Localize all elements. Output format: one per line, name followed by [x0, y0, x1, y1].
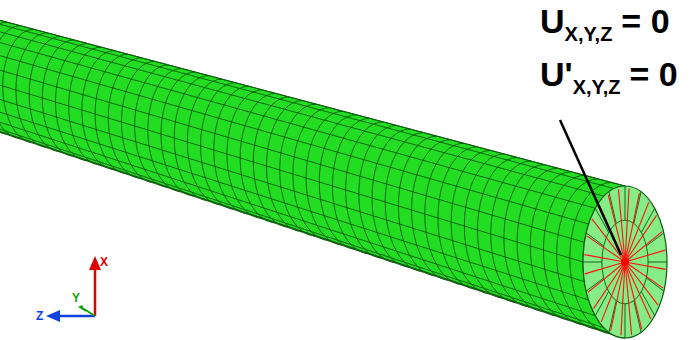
y-axis-arrow: [84, 309, 95, 316]
mesh-ring: [412, 140, 451, 281]
mesh-ring: [135, 65, 169, 187]
cylinder-mesh: [0, 15, 625, 338]
face-mesh-line: [646, 278, 663, 291]
mesh-ring: [174, 76, 208, 201]
face-mesh-line: [586, 233, 603, 246]
mesh-ring: [148, 68, 182, 191]
mesh-ring: [293, 108, 330, 241]
face-mesh-line: [583, 262, 602, 263]
rbe-leg: [593, 262, 625, 309]
boundary-condition: U'X,Y,Z= 0: [540, 57, 678, 91]
axis-label: Y: [72, 292, 80, 304]
rbe-leg: [625, 215, 657, 262]
mesh-ring: [95, 54, 128, 174]
mesh-ring: [240, 93, 276, 222]
face-mesh-line: [625, 186, 626, 220]
subscript: X,Y,Z: [565, 24, 613, 44]
mesh-line: [0, 70, 583, 262]
mesh-ring: [214, 86, 249, 214]
mesh-ring: [227, 90, 262, 218]
mesh-ring: [56, 44, 88, 161]
mesh-line: [0, 123, 614, 335]
mesh-ring: [359, 125, 397, 262]
face-mesh-line: [586, 278, 603, 291]
face-mesh-line: [646, 233, 663, 246]
boundary-condition: UX,Y,Z= 0: [540, 4, 670, 38]
mesh-ring: [201, 83, 236, 210]
mesh-line: [0, 15, 625, 186]
face-mesh-ring: [602, 220, 648, 304]
axis-label: X: [100, 256, 108, 268]
rbe-leg: [625, 250, 665, 262]
face-mesh-line: [634, 301, 641, 333]
rbe-leg: [585, 262, 625, 274]
rbe-leg: [625, 232, 662, 262]
mesh-ring: [253, 97, 289, 227]
face-mesh-line: [609, 192, 616, 224]
mesh-line: [0, 118, 604, 328]
z-axis-head: [46, 310, 60, 322]
mesh-ring: [108, 58, 141, 179]
end-face-ellipse: [583, 186, 667, 338]
mesh-line: [0, 43, 589, 225]
mesh-ring: [69, 47, 101, 165]
bc-symbol: U: [540, 4, 565, 38]
face-mesh-line: [625, 304, 626, 338]
mesh-line: [0, 109, 595, 316]
mesh-ring: [543, 175, 584, 324]
mesh-ring: [161, 72, 195, 196]
mesh-line: [0, 56, 584, 243]
axis-label: Z: [36, 310, 43, 322]
mesh-ring: [332, 118, 369, 253]
mesh-ring: [187, 79, 222, 205]
face-mesh-line: [609, 301, 616, 333]
mesh-ring: [319, 115, 356, 250]
mesh-ring: [346, 122, 384, 258]
bc-symbol: = 0: [621, 4, 669, 38]
mesh-ring: [425, 143, 464, 285]
x-axis-arrow: [94, 268, 97, 316]
mesh-ring: [267, 101, 303, 232]
rigid-spider: [584, 189, 665, 336]
z-axis-arrow: [58, 315, 95, 318]
mesh-ring: [398, 136, 437, 276]
mesh-ring: [121, 61, 154, 182]
leader-line: [560, 120, 621, 255]
face-mesh-line: [648, 262, 667, 263]
mesh-line: [0, 84, 584, 281]
axis-triad: [46, 256, 101, 322]
bc-symbol: U': [540, 57, 573, 91]
rbe-leg: [588, 262, 625, 292]
y-axis-head: [78, 305, 86, 312]
mesh-ring: [372, 129, 410, 267]
bc-symbol: = 0: [629, 57, 677, 91]
mesh-ring: [82, 51, 115, 170]
mesh-line: [0, 31, 595, 208]
end-face: [583, 186, 667, 338]
x-axis-head: [89, 256, 101, 270]
face-mesh-line: [634, 192, 641, 224]
rbe-leg: [625, 262, 632, 335]
mesh-ring: [306, 111, 343, 245]
mesh-ring: [385, 133, 423, 272]
mesh-line: [0, 17, 614, 189]
mesh-ring: [530, 172, 571, 321]
center-node: [621, 258, 629, 266]
mesh-ring: [280, 104, 316, 236]
subscript: X,Y,Z: [573, 77, 621, 97]
